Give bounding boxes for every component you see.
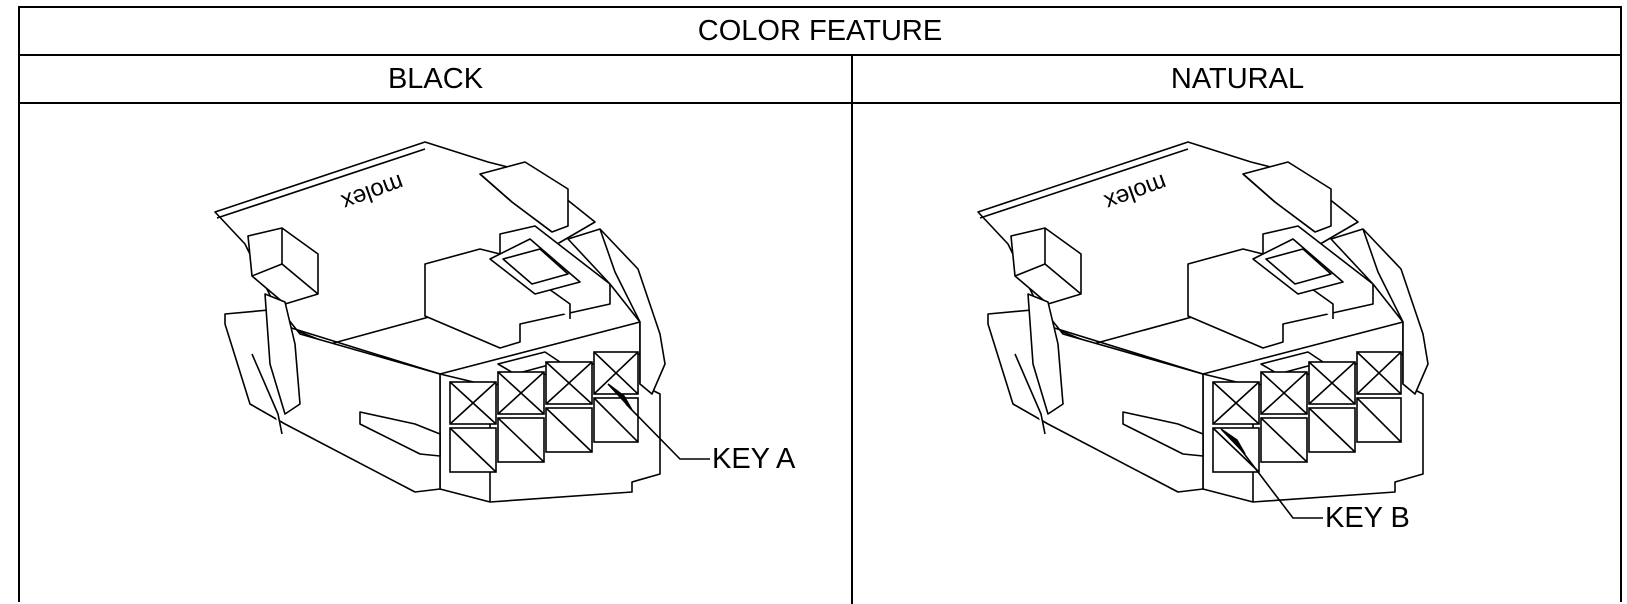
column-header-natural: NATURAL [1170,62,1305,95]
column-divider [851,56,853,604]
key-a-leader [607,383,710,460]
panel-natural: molex KEY B [853,104,1622,604]
panel-black: molex KEY A [20,104,851,604]
table-header-row: BLACK NATURAL [20,56,1620,104]
connector-drawing-black: molex [214,141,710,503]
column-header-black: BLACK [387,62,484,95]
cavity-grid-natural [1212,351,1402,473]
color-feature-table: COLOR FEATURE BLACK NATURAL [18,6,1622,604]
table-title: COLOR FEATURE [20,8,1620,56]
callout-key-b: KEY B [1325,502,1410,534]
callout-key-a: KEY A [712,443,796,475]
cavity-grid-black [449,351,639,473]
key-b-leader [1220,428,1323,519]
connector-drawing-natural: molex [977,141,1429,519]
